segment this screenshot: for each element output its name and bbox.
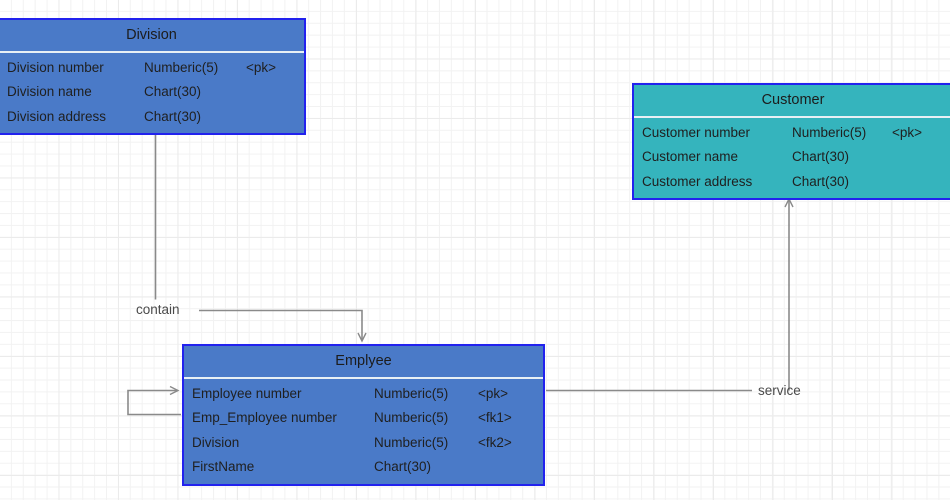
attribute-type: Numberic(5) — [144, 59, 219, 75]
attribute-name: Division — [192, 434, 240, 450]
entity-title-customer: Customer — [634, 85, 950, 118]
attribute-name: Employee number — [192, 385, 302, 401]
table-row[interactable]: Customer name Chart(30) — [634, 145, 950, 170]
table-row[interactable]: FirstName Chart(30) — [184, 455, 543, 480]
table-row[interactable]: Employee number Numberic(5) <pk> — [184, 382, 543, 407]
table-row[interactable]: Customer number Numberic(5) <pk> — [634, 121, 950, 146]
attribute-name: Emp_Employee number — [192, 410, 337, 425]
attribute-name: Division name — [7, 84, 92, 99]
entity-attributes-customer: Customer number Numberic(5) <pk> Custome… — [634, 118, 950, 199]
attribute-key: <fk2> — [478, 434, 512, 450]
entity-title-emplyee: Emplyee — [184, 346, 543, 379]
relationship-label-contain[interactable]: contain — [136, 302, 180, 317]
attribute-key: <pk> — [478, 385, 509, 401]
table-row[interactable]: Division name Chart(30) — [0, 80, 304, 105]
relationship-label-service[interactable]: service — [758, 383, 801, 398]
attribute-name: Division number — [7, 59, 104, 75]
attribute-type: Chart(30) — [792, 149, 850, 164]
table-row[interactable]: Emp_Employee number Numberic(5) <fk1> — [184, 406, 543, 431]
attribute-type: Chart(30) — [792, 173, 850, 189]
attribute-type: Chart(30) — [144, 108, 202, 124]
entity-attributes-emplyee: Employee number Numberic(5) <pk> Emp_Emp… — [184, 379, 543, 484]
table-row[interactable]: Division number Numberic(5) <pk> — [0, 56, 304, 81]
attribute-name: Division address — [7, 108, 107, 124]
entity-attributes-division: Division number Numberic(5) <pk> Divisio… — [0, 53, 304, 134]
attribute-name: Customer address — [642, 173, 753, 189]
table-row[interactable]: Division Numberic(5) <fk2> — [184, 431, 543, 456]
attribute-name: Customer name — [642, 149, 739, 164]
entity-customer[interactable]: Customer Customer number Numberic(5) <pk… — [632, 83, 950, 200]
attribute-type: Numberic(5) — [374, 385, 449, 401]
attribute-key: <pk> — [892, 124, 923, 140]
table-row[interactable]: Customer address Chart(30) — [634, 170, 950, 195]
connector-emplyee-selfref — [127, 385, 181, 416]
attribute-type: Numberic(5) — [792, 124, 867, 140]
attribute-type: Chart(30) — [374, 459, 432, 474]
entity-title-division: Division — [0, 20, 304, 53]
attribute-type: Numberic(5) — [374, 410, 449, 425]
entity-emplyee[interactable]: Emplyee Employee number Numberic(5) <pk>… — [182, 344, 545, 486]
attribute-key: <fk1> — [478, 410, 512, 425]
attribute-key: <pk> — [246, 59, 277, 75]
attribute-name: Customer number — [642, 124, 751, 140]
attribute-type: Numberic(5) — [374, 434, 449, 450]
attribute-name: FirstName — [192, 459, 255, 474]
attribute-type: Chart(30) — [144, 84, 202, 99]
entity-division[interactable]: Division Division number Numberic(5) <pk… — [0, 18, 306, 135]
table-row[interactable]: Division address Chart(30) — [0, 105, 304, 130]
connector-contain-emplyee — [199, 309, 367, 343]
